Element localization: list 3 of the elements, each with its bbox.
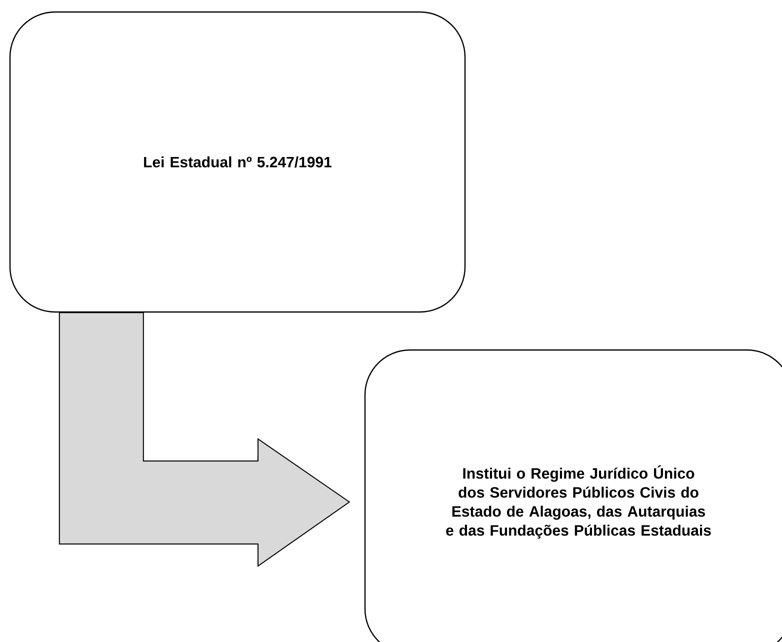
rounded-box: Institui o Regime Jurídico Único dos Servidores Públicos Civis do Estado de Alagoas, das Autarquias e das Fundações Públicas Estaduais (364, 349, 782, 642)
bent-arrow (58, 312, 350, 567)
rounded-box: Lei Estadual nº 5.247/1991 (9, 11, 466, 313)
